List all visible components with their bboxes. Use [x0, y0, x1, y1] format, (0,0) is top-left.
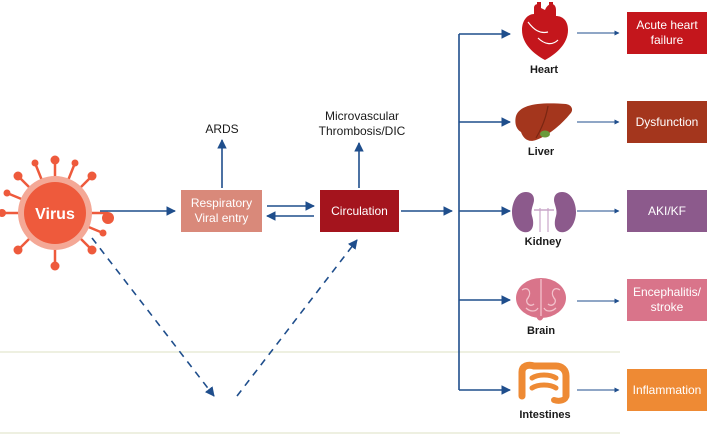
outcome-heart-line1: Acute heart: [636, 18, 698, 32]
microvascular-label-line2: Thrombosis/DIC: [319, 124, 406, 138]
outcome-box-heart: [627, 12, 707, 54]
dashed-arrow-virus-down: [91, 237, 215, 397]
brain-icon: [516, 278, 566, 321]
virus-label: Virus: [35, 206, 75, 223]
outcome-box-kidney: [627, 190, 707, 232]
kidney-icon: [512, 192, 576, 233]
outcome-liver-line1: Dysfunction: [636, 115, 699, 129]
outcome-kidney-line1: AKI/KF: [648, 204, 686, 218]
outcome-box-intestines: [627, 369, 707, 411]
organ-label-kidney: Kidney: [525, 236, 563, 248]
virus-icon: [0, 155, 114, 271]
organ-label-intestines: Intestines: [519, 409, 570, 421]
intestines-icon: [518, 361, 570, 404]
outcome-box-liver: [627, 101, 707, 143]
outcome-box-brain: [627, 279, 707, 321]
organ-label-heart: Heart: [530, 64, 558, 76]
liver-icon: [515, 103, 573, 141]
respiratory-label-line2: Viral entry: [195, 211, 249, 225]
heart-icon: [522, 2, 568, 60]
dashed-arrow-up-to-circulation: [236, 239, 358, 397]
outcome-heart-line2: failure: [651, 33, 684, 47]
outcome-intestines-line1: Inflammation: [633, 383, 702, 397]
respiratory-label-line1: Respiratory: [191, 196, 252, 210]
respiratory-viral-entry-box: [181, 190, 262, 232]
ards-label: ARDS: [205, 122, 238, 136]
circulation-box: [320, 190, 399, 232]
outcome-brain-line1: Encephalitis/: [633, 285, 702, 299]
organ-label-liver: Liver: [528, 146, 555, 158]
organ-label-brain: Brain: [527, 325, 555, 337]
outcome-brain-line2: stroke: [651, 300, 684, 314]
microvascular-label-line1: Microvascular: [325, 109, 399, 123]
circulation-label: Circulation: [331, 204, 388, 218]
